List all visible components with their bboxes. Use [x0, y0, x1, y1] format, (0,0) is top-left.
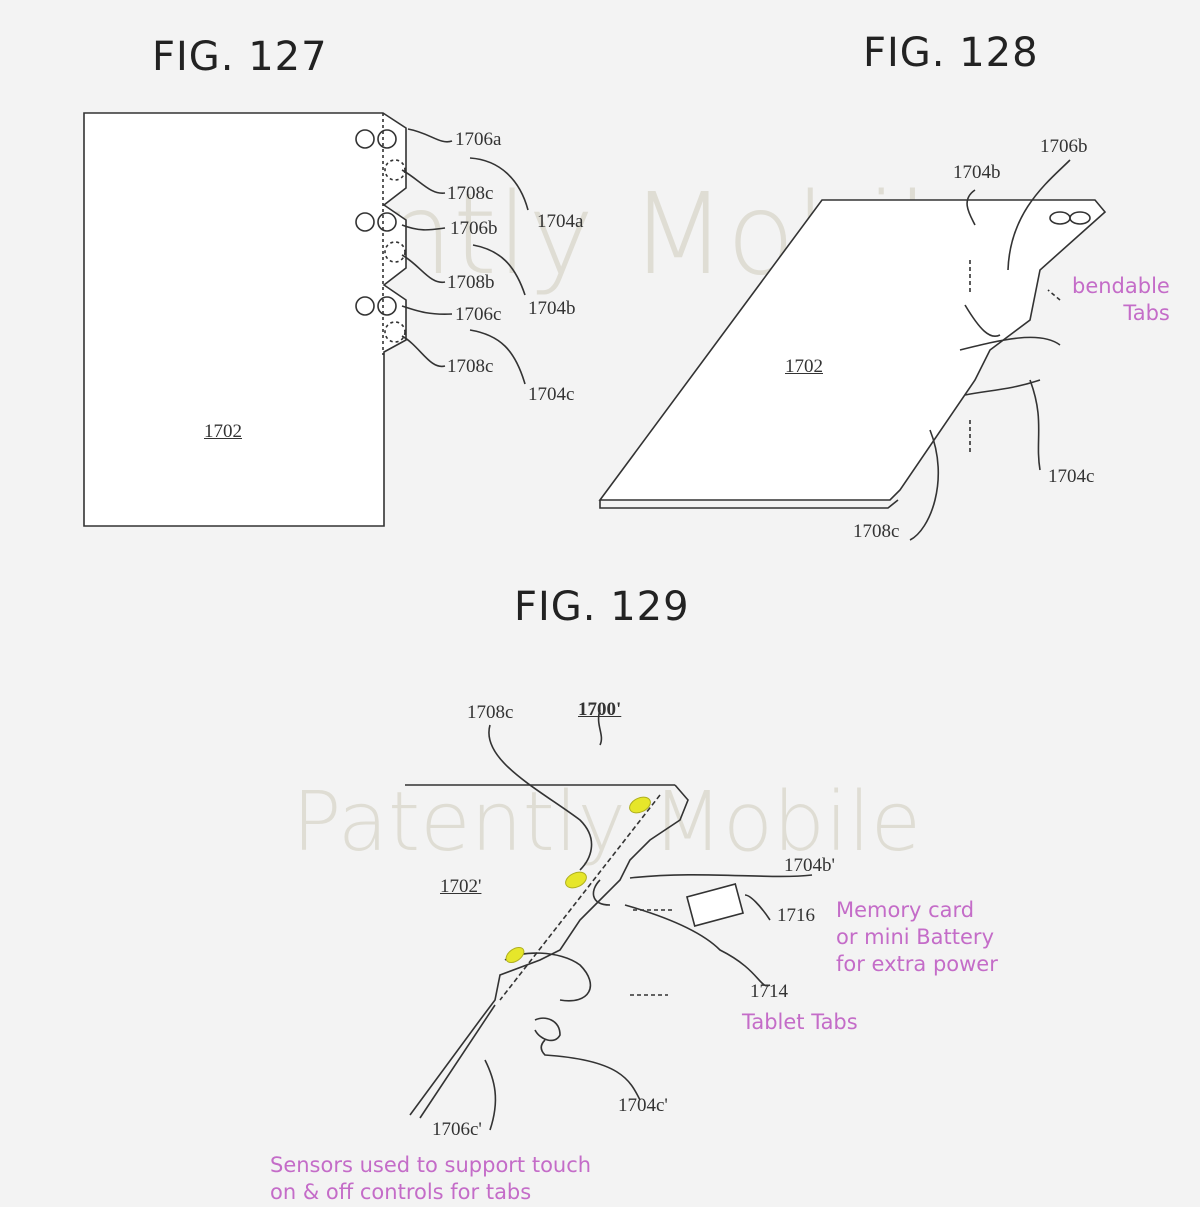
- sensor-dots: [505, 796, 651, 964]
- fig127-label-1706a: 1706a: [455, 129, 502, 150]
- watermark-bottom: Patently Mobile: [292, 775, 922, 870]
- fig129-label-1704b: 1704b': [784, 855, 835, 876]
- fig128-title: FIG. 128: [863, 30, 1039, 76]
- memory-card-line-1: Memory card: [836, 898, 975, 922]
- bendable-line-2: Tabs: [1123, 301, 1170, 325]
- fig128-label-body: 1702: [785, 356, 823, 377]
- fig127-label-body: 1702: [204, 421, 242, 442]
- fig129-title: FIG. 129: [514, 584, 690, 630]
- fig129-label-1708c: 1708c: [467, 702, 514, 723]
- fig127-label-1704c: 1704c: [528, 384, 575, 405]
- sensors-line-2: on & off controls for tabs: [270, 1180, 532, 1204]
- bendable-line-1: bendable: [1072, 274, 1170, 298]
- fig127-title: FIG. 127: [152, 34, 328, 80]
- fig127-label-1706b: 1706b: [450, 218, 498, 239]
- fig129-label-body: 1702': [440, 876, 482, 897]
- fig128-label-1706b: 1706b: [1040, 136, 1088, 157]
- fig127-label-1708c-top: 1708c: [447, 183, 494, 204]
- memory-card-annotation: Memory card or mini Battery for extra po…: [836, 897, 998, 978]
- sensors-annotation: Sensors used to support touch on & off c…: [270, 1152, 591, 1206]
- tablet-tabs-annotation: Tablet Tabs: [742, 1010, 858, 1034]
- fig128-drawing: [598, 159, 1107, 541]
- bendable-tabs-annotation: bendable Tabs: [1072, 273, 1170, 327]
- fig127-label-1704a: 1704a: [537, 211, 584, 232]
- memory-card-line-2: or mini Battery: [836, 925, 994, 949]
- fig127-label-1708b: 1708b: [447, 272, 495, 293]
- fig129-label-1706c: 1706c': [432, 1119, 482, 1140]
- memory-card-line-3: for extra power: [836, 952, 998, 976]
- fig127-label-1706c: 1706c: [455, 304, 502, 325]
- fig127-drawing: [83, 112, 529, 527]
- fig129-label-device: 1700': [578, 699, 622, 720]
- fig128-label-1704c: 1704c: [1048, 466, 1095, 487]
- fig129-label-1716: 1716: [777, 905, 815, 926]
- fig129-drawing: [405, 709, 813, 1131]
- fig128-label-1704b: 1704b: [953, 162, 1001, 183]
- fig129-label-1714: 1714: [750, 981, 788, 1002]
- sensors-line-1: Sensors used to support touch: [270, 1153, 592, 1177]
- fig129-label-1704c: 1704c': [618, 1095, 668, 1116]
- fig128-label-1708c: 1708c: [853, 521, 900, 542]
- fig127-label-1708c: 1708c: [447, 356, 494, 377]
- fig127-label-1704b: 1704b: [528, 298, 576, 319]
